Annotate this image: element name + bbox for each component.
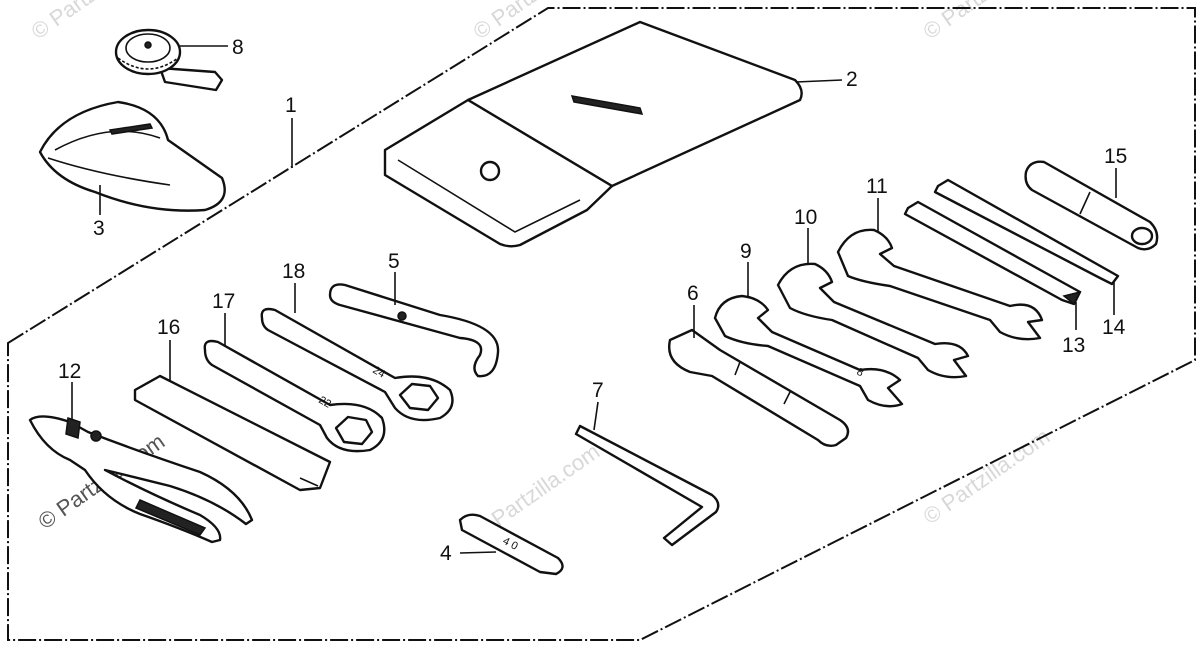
part-5-hook-spanner [328, 283, 500, 378]
callout-14: 14 [1102, 316, 1126, 339]
callout-12: 12 [58, 360, 81, 383]
part-3-pouch [38, 100, 226, 212]
part-4-feeler-strip: 4 0 [458, 513, 564, 576]
watermark: © Partzilla.com [919, 424, 1055, 530]
part-14-driver-bit [933, 178, 1120, 286]
callout-15: 15 [1104, 145, 1127, 168]
callout-17: 17 [212, 290, 235, 313]
part-8-tool [114, 28, 224, 92]
leader-lines [71, 45, 1117, 554]
callout-10: 10 [794, 206, 817, 229]
part-12-pliers [28, 415, 254, 544]
part-16-flat-bar [133, 374, 332, 492]
callout-16: 16 [157, 316, 180, 339]
callout-2: 2 [846, 68, 858, 91]
watermark: © Partzilla.com [919, 0, 1055, 44]
callout-6: 6 [687, 282, 699, 305]
callout-13: 13 [1062, 334, 1085, 357]
part-17-ring-spanner: 22 [203, 339, 386, 453]
assembly-frame [7, 7, 1196, 641]
callout-8: 8 [232, 36, 244, 59]
watermark: © Partzilla.com [469, 0, 605, 44]
stamp-8: 8 [855, 366, 866, 379]
callout-7: 7 [592, 379, 604, 402]
part-15-driver-handle [1024, 160, 1159, 251]
part-6-plug-wrench [668, 328, 850, 448]
part-18-ring-spanner: 24 [260, 307, 454, 422]
part-7-hex-key [574, 424, 720, 547]
callout-4: 4 [440, 542, 452, 565]
part-9-open-wrench: 8 [713, 294, 904, 408]
callout-9: 9 [740, 240, 752, 263]
part-2-tool-roll [383, 20, 803, 248]
stamp-22: 22 [317, 394, 334, 411]
callout-3: 3 [93, 217, 105, 240]
part-11-open-wrench [836, 228, 1044, 341]
callout-1: 1 [285, 94, 297, 117]
callout-18: 18 [282, 260, 305, 283]
stamp-24: 24 [371, 364, 388, 381]
callout-11: 11 [866, 175, 888, 198]
part-13-driver-bit [903, 200, 1082, 306]
callout-labels: 1 2 3 4 5 6 7 8 9 10 11 12 13 14 15 16 1… [58, 36, 1127, 565]
part-10-open-wrench [776, 262, 970, 379]
callout-5: 5 [388, 250, 400, 273]
